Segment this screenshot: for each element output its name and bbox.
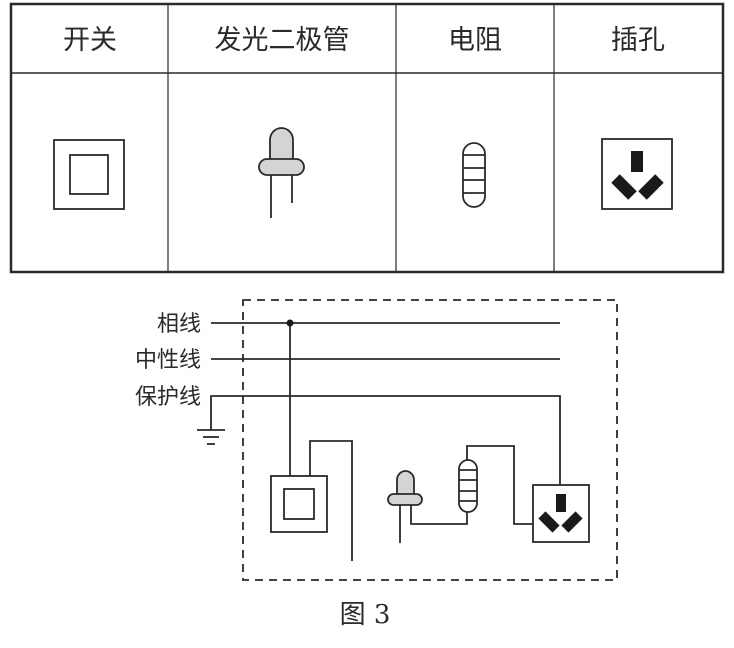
switch-icon [53, 139, 125, 210]
component-table [9, 2, 725, 274]
figure-caption: 图 3 [340, 600, 391, 630]
switch-output-wire [309, 440, 353, 561]
header-switch: 开关 [63, 25, 117, 56]
header-resistor: 电阻 [448, 25, 502, 56]
resistor-icon [462, 142, 486, 208]
socket-icon [601, 138, 673, 210]
led-icon [258, 127, 305, 218]
label-phase-line: 相线 [157, 312, 201, 337]
enclosure-box [242, 299, 618, 581]
circuit-socket [532, 484, 590, 543]
protective-line [210, 395, 561, 485]
junction-dot [286, 319, 294, 327]
circuit-resistor [458, 459, 478, 513]
label-protective-line: 保护线 [135, 385, 201, 410]
resistor-socket-wire [466, 445, 533, 525]
led-resistor-wire [410, 504, 468, 525]
label-neutral-line: 中性线 [135, 348, 201, 373]
table-border [9, 2, 725, 274]
circuit-switch [270, 475, 328, 533]
ground-icon [197, 429, 225, 445]
header-led: 发光二极管 [215, 25, 350, 56]
header-socket: 插孔 [611, 25, 665, 56]
circuit-led [387, 470, 423, 506]
